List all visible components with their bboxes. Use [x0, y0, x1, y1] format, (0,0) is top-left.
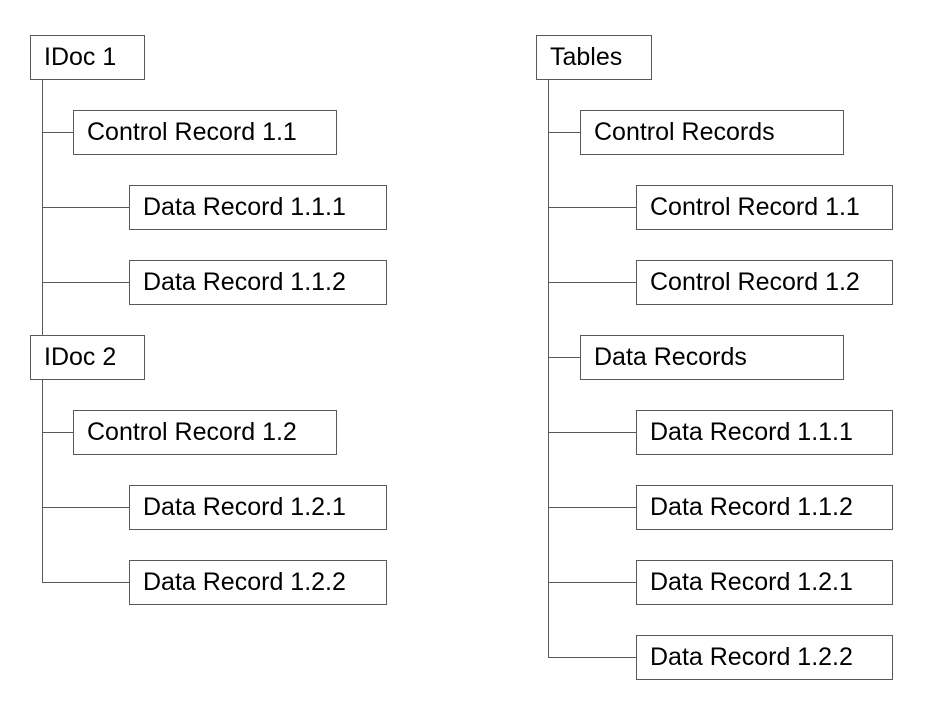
node-label: Control Records — [594, 118, 775, 146]
node-data-record-1-1-1: Data Record 1.1.1 — [129, 185, 387, 230]
node-label: IDoc 1 — [44, 43, 117, 71]
node-tables-control-record-1-2: Control Record 1.2 — [636, 260, 893, 305]
node-label: Control Record 1.2 — [87, 418, 297, 446]
node-label: Data Record 1.2.1 — [143, 493, 346, 521]
node-label: Control Record 1.1 — [650, 193, 860, 221]
connector-branch — [548, 132, 580, 133]
connector-branch — [42, 507, 129, 508]
node-label: Data Record 1.2.1 — [650, 568, 853, 596]
node-label: Data Record 1.1.1 — [143, 193, 346, 221]
idoc-tree-trunk-line — [42, 80, 43, 583]
node-tables-control-record-1-1: Control Record 1.1 — [636, 185, 893, 230]
connector-branch — [42, 207, 129, 208]
connector-branch — [42, 132, 73, 133]
node-idoc-1: IDoc 1 — [30, 35, 145, 80]
node-tables-data-record-1-1-1: Data Record 1.1.1 — [636, 410, 893, 455]
node-idoc-2: IDoc 2 — [30, 335, 145, 380]
node-data-record-1-2-2: Data Record 1.2.2 — [129, 560, 387, 605]
tables-tree-trunk-line — [548, 80, 549, 657]
connector-branch — [548, 282, 636, 283]
node-label: IDoc 2 — [44, 343, 117, 371]
connector-branch — [42, 582, 129, 583]
node-label: Data Record 1.2.2 — [143, 568, 346, 596]
node-label: Control Record 1.1 — [87, 118, 297, 146]
node-data-record-1-1-2: Data Record 1.1.2 — [129, 260, 387, 305]
connector-branch — [548, 207, 636, 208]
connector-branch — [548, 357, 580, 358]
node-data-records: Data Records — [580, 335, 844, 380]
node-control-records: Control Records — [580, 110, 844, 155]
node-tables-data-record-1-1-2: Data Record 1.1.2 — [636, 485, 893, 530]
node-tables: Tables — [536, 35, 652, 80]
node-control-record-1-1: Control Record 1.1 — [73, 110, 337, 155]
node-control-record-1-2: Control Record 1.2 — [73, 410, 337, 455]
node-label: Tables — [550, 43, 623, 71]
connector-branch — [548, 432, 636, 433]
node-label: Data Records — [594, 343, 747, 371]
connector-branch — [548, 507, 636, 508]
connector-branch — [42, 432, 73, 433]
node-label: Data Record 1.1.2 — [650, 493, 853, 521]
node-label: Data Record 1.1.2 — [143, 268, 346, 296]
node-tables-data-record-1-2-2: Data Record 1.2.2 — [636, 635, 893, 680]
connector-branch — [548, 657, 636, 658]
node-tables-data-record-1-2-1: Data Record 1.2.1 — [636, 560, 893, 605]
node-label: Data Record 1.1.1 — [650, 418, 853, 446]
node-label: Data Record 1.2.2 — [650, 643, 853, 671]
node-data-record-1-2-1: Data Record 1.2.1 — [129, 485, 387, 530]
connector-branch — [548, 582, 636, 583]
connector-branch — [42, 282, 129, 283]
node-label: Control Record 1.2 — [650, 268, 860, 296]
